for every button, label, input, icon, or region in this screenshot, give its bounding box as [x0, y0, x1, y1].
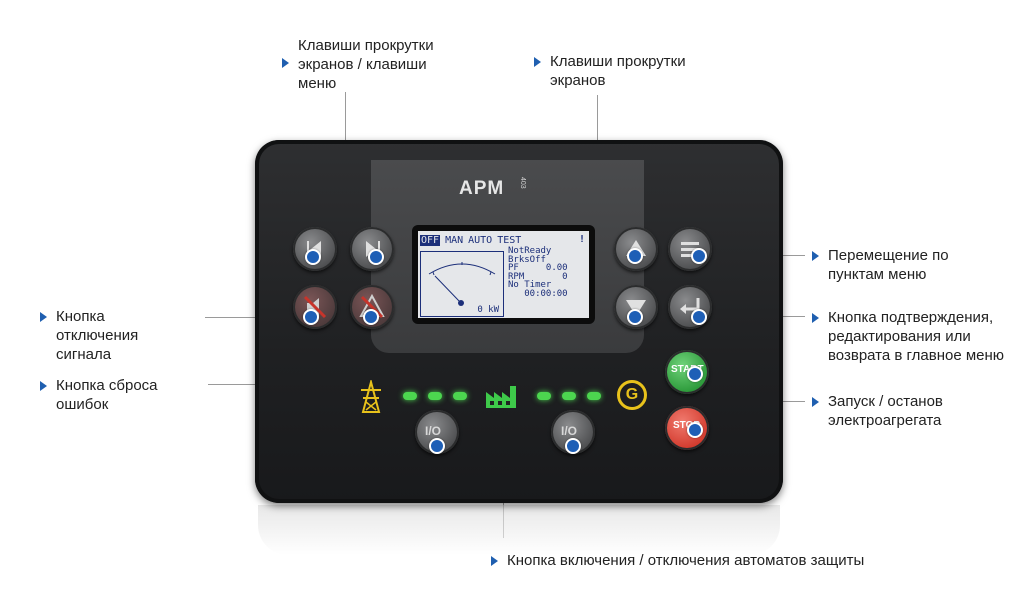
marker-gen-breaker — [565, 438, 581, 454]
gen-led-2 — [562, 392, 576, 400]
marker-stop — [687, 422, 703, 438]
callout-confirm-edit: Кнопка подтверждения, редактирования или… — [812, 308, 1005, 365]
grid-tower-icon — [359, 378, 383, 419]
generator-g-icon: G — [617, 380, 647, 410]
marker-mains-breaker — [429, 438, 445, 454]
mains-led-1 — [403, 392, 417, 400]
brand-logo: APM — [459, 178, 505, 199]
status-text: NotReady BrksOff PF 0.00 RPM 0 No Timer … — [508, 246, 568, 299]
mode-auto: AUTO — [468, 235, 493, 246]
gen-led-3 — [587, 392, 601, 400]
line-scroll-menu-v — [345, 92, 346, 184]
mode-indicator: OFF MAN AUTO TEST — [420, 235, 526, 246]
marker-scroll-up — [627, 248, 643, 264]
model-number: 403 — [519, 177, 526, 189]
callout-menu-navigation: Перемещение по пунктам меню — [812, 246, 949, 284]
menu-button[interactable] — [668, 227, 712, 271]
mode-test: TEST — [497, 235, 522, 246]
enter-button[interactable] — [668, 285, 712, 329]
mains-led-3 — [453, 392, 467, 400]
callout-fault-reset: Кнопка сброса ошибок — [40, 376, 158, 414]
gen-led-1 — [537, 392, 551, 400]
marker-fault-reset — [363, 309, 379, 325]
callout-scroll-text: Клавиши прокрутки экранов — [550, 53, 686, 89]
panel-reflection — [258, 505, 780, 555]
load-factory-icon — [484, 382, 522, 415]
marker-scroll-right — [368, 249, 384, 265]
gauge-value: 0 kW — [477, 305, 499, 315]
marker-start — [687, 366, 703, 382]
callout-fault-text: Кнопка сброса ошибок — [56, 377, 158, 413]
callout-scroll-menu-text: Клавиши прокрутки экранов / клавиши меню — [298, 37, 434, 92]
marker-scroll-down — [627, 309, 643, 325]
warning-icon: ! — [578, 234, 585, 245]
gen-io-label: I/O — [561, 424, 578, 438]
marker-menu — [691, 248, 707, 264]
callout-alarm-mute: Кнопка отключения сигнала — [40, 307, 139, 364]
mode-man: MAN — [445, 235, 464, 246]
mains-io-label: I/O — [425, 424, 442, 438]
stop-label: STOP — [673, 420, 701, 431]
power-gauge: 0 kW — [420, 251, 504, 317]
callout-start-stop: Запуск / останов электроагрегата — [812, 392, 943, 430]
callout-scroll-menu-keys: Клавиши прокрутки экранов / клавиши меню — [282, 36, 434, 93]
mode-off: OFF — [420, 235, 441, 246]
marker-enter — [691, 309, 707, 325]
menu-icon — [681, 242, 699, 257]
callout-confirm-text: Кнопка подтверждения, редактирования или… — [828, 309, 1005, 364]
callout-start-stop-text: Запуск / останов электроагрегата — [828, 393, 943, 429]
callout-breaker-text: Кнопка включения / отключения автоматов … — [507, 552, 865, 569]
mains-led-2 — [428, 392, 442, 400]
lcd-screen: OFF MAN AUTO TEST ! 0 kW NotReady BrksOff P… — [412, 225, 595, 324]
marker-alarm-mute — [303, 309, 319, 325]
callout-alarm-text: Кнопка отключения сигнала — [56, 308, 139, 363]
callout-menu-nav-text: Перемещение по пунктам меню — [828, 247, 949, 283]
callout-scroll-keys: Клавиши прокрутки экранов — [534, 52, 686, 90]
callout-breaker-toggle: Кнопка включения / отключения автоматов … — [491, 551, 865, 570]
enter-icon — [680, 298, 700, 314]
arrow-down-icon — [626, 300, 646, 316]
marker-scroll-left — [305, 249, 321, 265]
